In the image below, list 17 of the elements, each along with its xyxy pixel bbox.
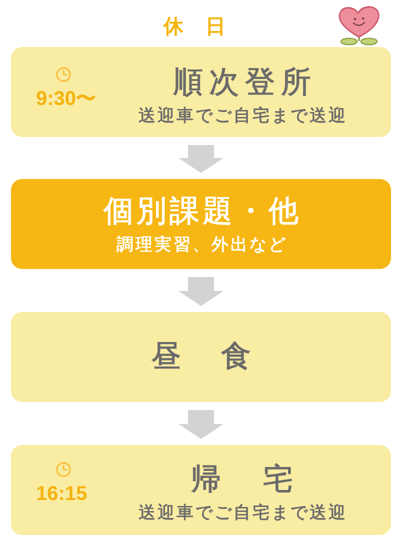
step-title: 昼 食	[150, 339, 256, 375]
step-note: 送迎車でご自宅まで送迎	[138, 105, 348, 127]
time-label: 9:30〜	[36, 88, 96, 110]
page-title: 休 日	[162, 13, 228, 39]
step-title: 個別課題・他	[102, 194, 302, 230]
step-box	[11, 445, 391, 535]
step-title: 帰 宅	[190, 462, 299, 498]
step-box	[11, 47, 391, 137]
step-note: 調理実習、外出など	[116, 234, 288, 256]
arrow	[178, 145, 224, 173]
step-note: 送迎車でご自宅まで送迎	[138, 502, 348, 524]
highlighted-step-box	[11, 179, 391, 269]
arrow	[178, 410, 224, 439]
time-label: 16:15	[36, 483, 88, 505]
arrow	[178, 277, 224, 306]
step-title: 順次登所	[172, 65, 317, 101]
step-box	[11, 312, 391, 402]
